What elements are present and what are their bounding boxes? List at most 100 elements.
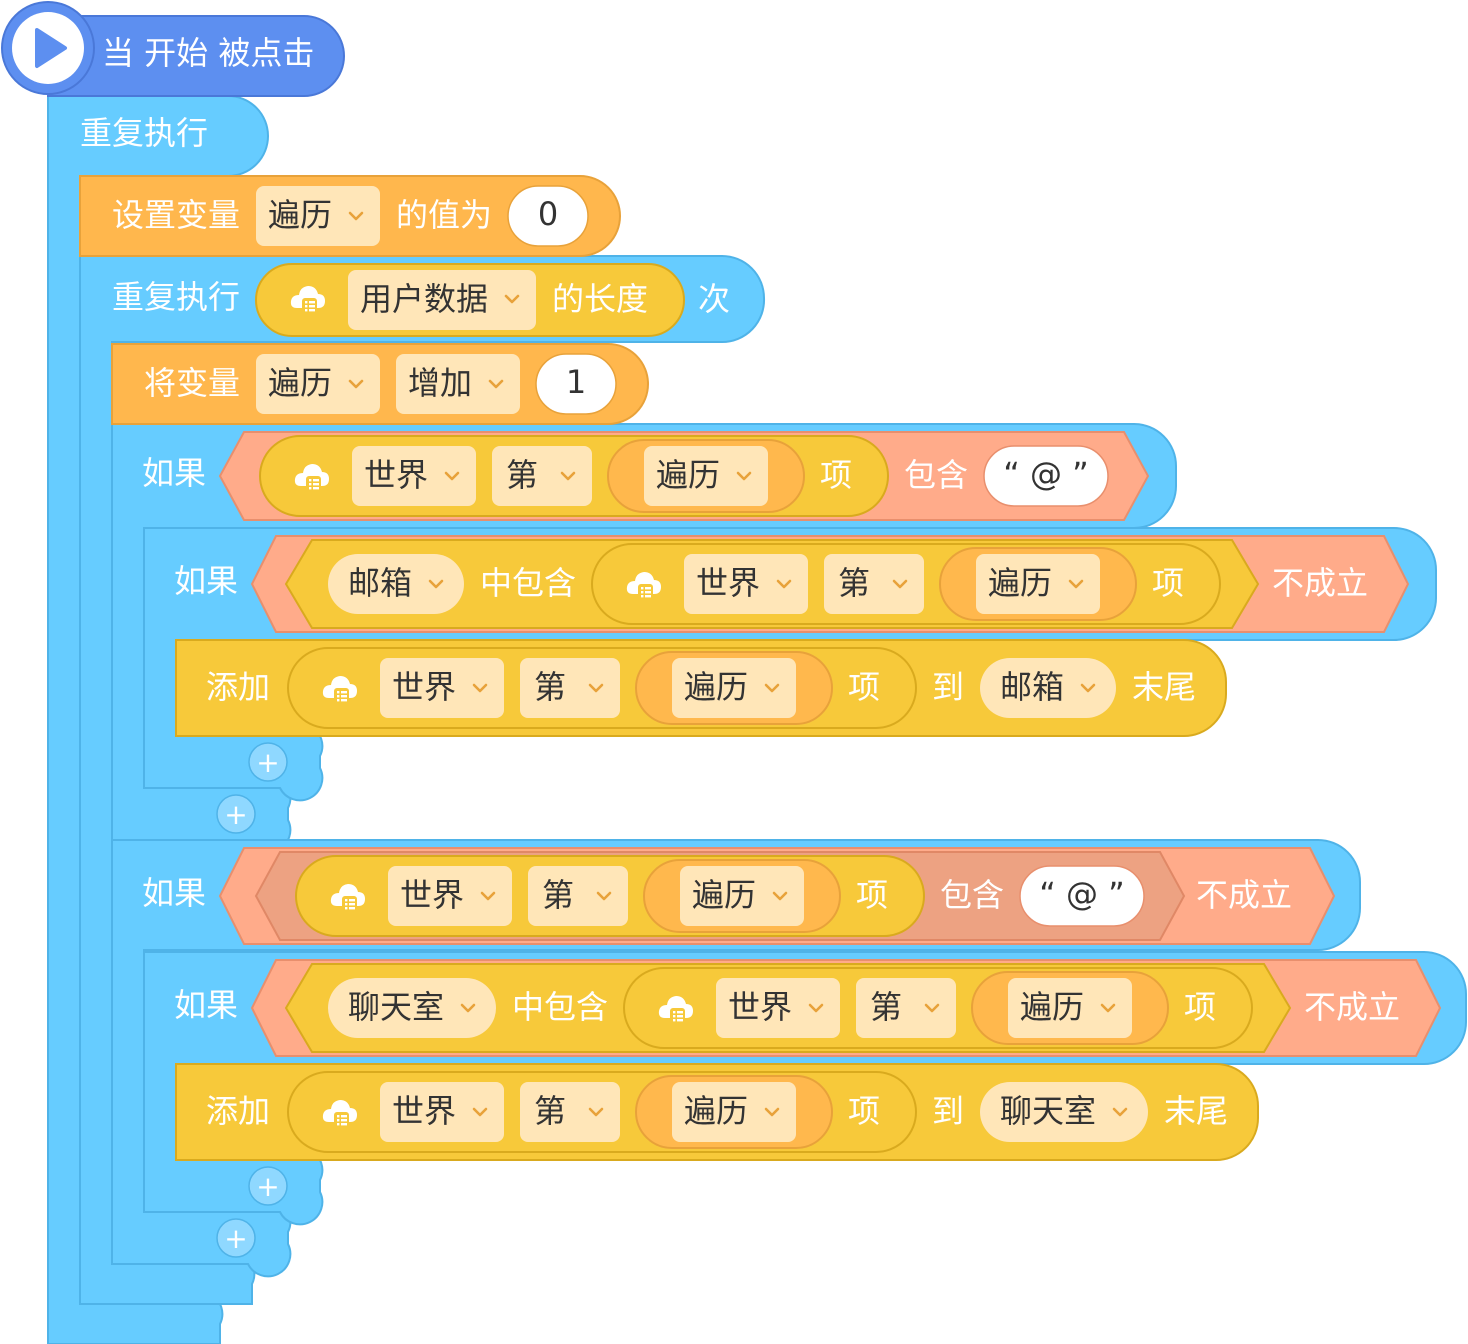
list-dropdown[interactable] (388, 866, 512, 926)
list-dropdown-label: 邮箱 (348, 564, 412, 602)
variable-dropdown-label: 遍历 (988, 564, 1052, 602)
add-to-list-block-1[interactable]: 添加 世界 第 遍历 项 到 邮箱 末尾 (175, 639, 1227, 737)
list-dropdown-label: 聊天室 (348, 988, 444, 1026)
not-label: 不成立 (1304, 988, 1400, 1026)
nth-dropdown[interactable] (528, 866, 628, 926)
set-variable-label: 设置变量 (112, 196, 240, 234)
list-dropdown-label: 世界 (364, 456, 428, 494)
list-dropdown[interactable] (352, 446, 476, 506)
variable-dropdown-label: 遍历 (656, 456, 720, 494)
nth-dropdown-label: 第 (838, 564, 870, 602)
add-else-button[interactable]: + (216, 1218, 256, 1258)
variable-dropdown-label: 遍历 (1020, 988, 1084, 1026)
target-list-dropdown[interactable] (980, 658, 1116, 718)
target-list-dropdown[interactable] (980, 1082, 1148, 1142)
if-block-2[interactable]: 如果 世界 第 遍历 项 包含 “ @ ” 不成立 (111, 839, 1361, 1278)
variable-dropdown[interactable] (680, 866, 804, 926)
repeat-block[interactable]: 重复执行 用户数据 的长度 次 (79, 255, 766, 1305)
event-label: 当 开始 被点击 (102, 34, 314, 72)
plus-icon: + (256, 1170, 279, 1203)
variable-dropdown[interactable] (672, 1082, 796, 1142)
list-dropdown-label: 世界 (400, 876, 464, 914)
length-label: 的长度 (552, 280, 648, 318)
text-input-value: “ @ ” (1039, 875, 1125, 913)
number-input[interactable] (507, 185, 589, 247)
value-label: 的值为 (396, 196, 492, 234)
nth-dropdown-label: 第 (506, 456, 538, 494)
nth-dropdown-label: 第 (542, 876, 574, 914)
inner-if-block-1[interactable]: 如果 邮箱 中包含 世界 第 遍历 项 不成立 (143, 527, 1437, 802)
add-to-list-block-2[interactable]: 添加 世界 第 遍历 项 到 聊天室 末尾 (175, 1063, 1259, 1161)
list-dropdown-label: 世界 (696, 564, 760, 602)
change-variable-block[interactable]: 将变量 遍历 增加 1 (111, 343, 650, 425)
if-label: 如果 (142, 454, 206, 492)
operation-dropdown-label: 增加 (408, 364, 472, 402)
set-variable-block[interactable]: 设置变量 遍历 的值为 0 (79, 175, 622, 257)
list-dropdown-label: 世界 (728, 988, 792, 1026)
text-input[interactable] (983, 445, 1109, 507)
variable-dropdown[interactable] (976, 554, 1100, 614)
list-dropdown[interactable] (380, 1082, 504, 1142)
item-label: 项 (848, 1092, 880, 1130)
plus-icon: + (256, 746, 279, 779)
target-list-label: 邮箱 (1000, 668, 1064, 706)
variable-dropdown[interactable] (1008, 978, 1132, 1038)
item-label: 项 (820, 456, 852, 494)
nth-dropdown[interactable] (824, 554, 924, 614)
end-label: 末尾 (1164, 1092, 1228, 1130)
change-variable-label: 将变量 (144, 364, 240, 402)
variable-dropdown[interactable] (256, 186, 380, 246)
operation-dropdown[interactable] (396, 354, 520, 414)
variable-dropdown-label: 遍历 (268, 196, 332, 234)
add-else-button[interactable]: + (248, 1166, 288, 1206)
list-dropdown[interactable] (716, 978, 840, 1038)
if-label: 如果 (174, 986, 238, 1024)
contains-label: 包含 (904, 456, 968, 494)
when-start-clicked-block[interactable]: 当 开始 被点击 (1, 1, 346, 97)
number-input-value: 1 (566, 363, 586, 401)
to-label: 到 (932, 668, 964, 706)
contains-label: 中包含 (480, 564, 576, 602)
not-label: 不成立 (1272, 564, 1368, 602)
contains-label: 中包含 (512, 988, 608, 1026)
list-dropdown[interactable] (684, 554, 808, 614)
nth-dropdown[interactable] (520, 658, 620, 718)
list-dropdown[interactable] (328, 978, 496, 1038)
variable-dropdown[interactable] (672, 658, 796, 718)
item-label: 项 (856, 876, 888, 914)
text-input[interactable] (1019, 865, 1145, 927)
variable-dropdown-label: 遍历 (268, 364, 332, 402)
nth-dropdown[interactable] (856, 978, 956, 1038)
list-dropdown-label: 世界 (392, 668, 456, 706)
if-label: 如果 (174, 562, 238, 600)
plus-icon: + (224, 1222, 247, 1255)
add-else-button[interactable]: + (248, 742, 288, 782)
variable-dropdown-label: 遍历 (684, 1092, 748, 1130)
add-else-button[interactable]: + (216, 794, 256, 834)
repeat-label: 重复执行 (112, 278, 240, 316)
nth-dropdown[interactable] (492, 446, 592, 506)
list-dropdown-label: 世界 (392, 1092, 456, 1130)
nth-dropdown[interactable] (520, 1082, 620, 1142)
add-label: 添加 (206, 668, 270, 706)
number-input[interactable] (535, 353, 617, 415)
variable-dropdown[interactable] (644, 446, 768, 506)
list-dropdown[interactable] (328, 554, 464, 614)
plus-icon: + (224, 798, 247, 831)
times-label: 次 (698, 280, 730, 318)
text-input-value: “ @ ” (1003, 455, 1089, 493)
variable-dropdown-label: 遍历 (684, 668, 748, 706)
if-label: 如果 (142, 874, 206, 912)
end-label: 末尾 (1132, 668, 1196, 706)
list-dropdown[interactable] (348, 270, 536, 330)
play-icon (35, 28, 67, 68)
item-label: 项 (1152, 564, 1184, 602)
variable-dropdown-label: 遍历 (692, 876, 756, 914)
forever-label: 重复执行 (80, 114, 208, 152)
number-input-value: 0 (538, 195, 558, 233)
list-dropdown[interactable] (380, 658, 504, 718)
to-label: 到 (932, 1092, 964, 1130)
nth-dropdown-label: 第 (534, 1092, 566, 1130)
variable-dropdown[interactable] (256, 354, 380, 414)
